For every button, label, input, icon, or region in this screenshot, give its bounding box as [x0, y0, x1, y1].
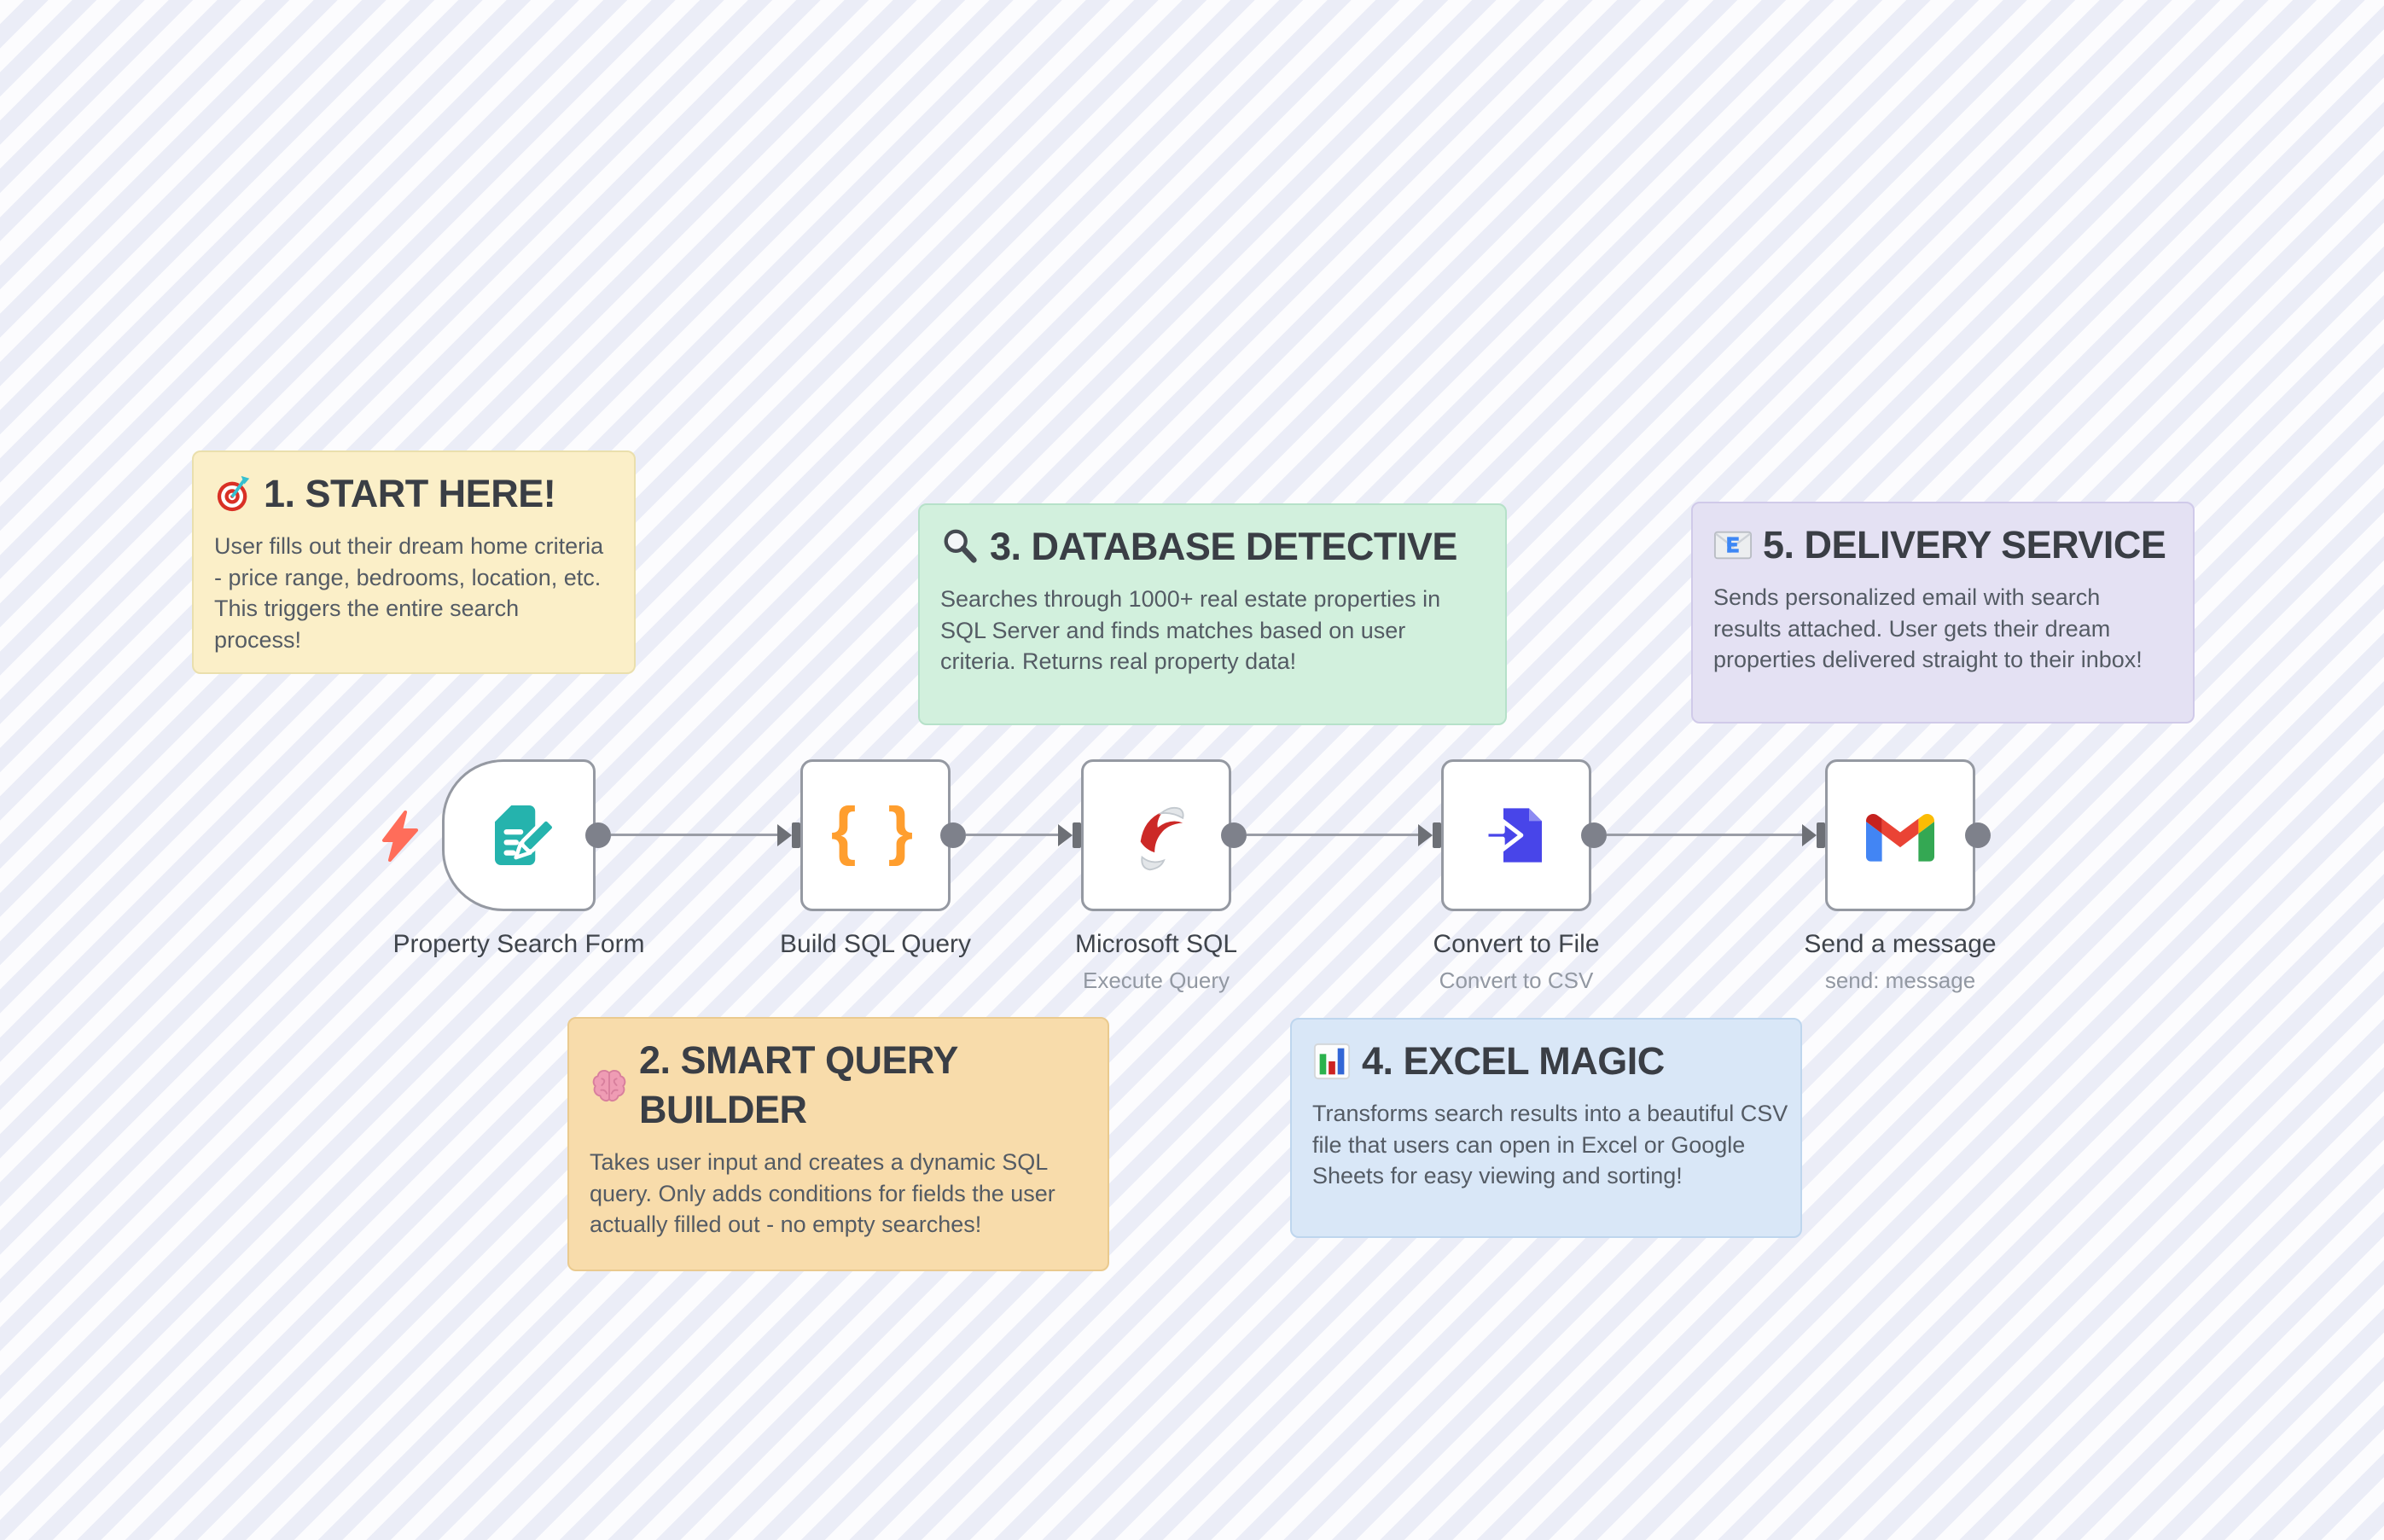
node-sublabel: send: message: [1824, 968, 1976, 993]
node-microsoft-sql[interactable]: [1081, 759, 1231, 911]
trigger-bolt-icon: [382, 811, 418, 862]
magnifier-icon: [944, 529, 977, 563]
arrowhead-icon: [1418, 824, 1433, 846]
email-icon: [1713, 531, 1753, 560]
connection-line: [611, 834, 777, 836]
sticky-note-start-here[interactable]: 1. START HERE! User fills out their drea…: [192, 450, 636, 674]
sticky-note-body: Transforms search results into a beautif…: [1312, 1101, 1788, 1188]
sticky-note-body: User fills out their dream home criteria…: [214, 533, 604, 653]
arrowhead-icon: [1802, 824, 1817, 846]
node-build-sql-query[interactable]: { }: [800, 759, 951, 911]
output-port[interactable]: [940, 822, 966, 848]
mssql-icon: [1140, 806, 1184, 871]
input-port[interactable]: [1433, 822, 1441, 848]
sticky-note-title: 5. DELIVERY SERVICE: [1763, 523, 2166, 567]
sticky-note-title: 2. SMART QUERY BUILDER: [639, 1038, 958, 1131]
file-convert-icon: [1484, 808, 1542, 863]
node-label: Send a message: [1804, 930, 1997, 958]
node-property-search-form[interactable]: [442, 759, 596, 911]
input-port[interactable]: [1817, 822, 1825, 848]
sticky-note-excel-magic[interactable]: 4. EXCEL MAGIC Transforms search results…: [1290, 1018, 1802, 1238]
bar-chart-icon: [1313, 1043, 1351, 1080]
gmail-icon: [1866, 813, 1934, 862]
arrowhead-icon: [1058, 824, 1073, 846]
node-convert-to-file[interactable]: [1441, 759, 1591, 911]
node-sublabel: Execute Query: [1083, 968, 1230, 993]
sticky-note-body: Searches through 1000+ real estate prope…: [940, 586, 1441, 674]
connection-line: [1607, 834, 1802, 836]
sticky-note-title: 3. DATABASE DETECTIVE: [990, 525, 1457, 568]
connection-line: [1247, 834, 1418, 836]
node-send-a-message[interactable]: [1825, 759, 1975, 911]
brain-icon: [592, 1070, 626, 1101]
sticky-note-smart-query-builder[interactable]: 2. SMART QUERY BUILDER Takes user input …: [567, 1017, 1109, 1271]
output-port[interactable]: [1221, 822, 1247, 848]
arrowhead-icon: [777, 824, 792, 846]
node-sublabel: Convert to CSV: [1439, 968, 1594, 993]
sticky-note-title-row: 5. DELIVERY SERVICE: [1713, 520, 2172, 570]
node-label: Property Search Form: [392, 930, 645, 958]
input-port[interactable]: [792, 822, 800, 848]
target-icon: [217, 475, 250, 512]
sticky-note-title: 1. START HERE!: [264, 472, 556, 515]
sticky-note-title-row: 3. DATABASE DETECTIVE: [940, 522, 1485, 572]
node-label: Build SQL Query: [780, 930, 971, 958]
sticky-note-database-detective[interactable]: 3. DATABASE DETECTIVE Searches through 1…: [918, 503, 1507, 725]
sticky-note-delivery-service[interactable]: 5. DELIVERY SERVICE Sends personalized e…: [1691, 502, 2195, 724]
output-port[interactable]: [1965, 822, 1991, 848]
connection-line: [966, 834, 1058, 836]
sticky-note-body: Takes user input and creates a dynamic S…: [590, 1149, 1055, 1237]
sticky-note-body: Sends personalized email with search res…: [1713, 584, 2143, 672]
output-port[interactable]: [1581, 822, 1607, 848]
code-braces-icon: { }: [830, 793, 921, 867]
sticky-note-title: 4. EXCEL MAGIC: [1362, 1039, 1665, 1083]
sticky-note-title-row: 2. SMART QUERY BUILDER: [590, 1036, 1087, 1135]
output-port[interactable]: [585, 822, 611, 848]
form-trigger-icon: [495, 805, 555, 865]
sticky-note-title-row: 4. EXCEL MAGIC: [1312, 1037, 1780, 1086]
node-label: Microsoft SQL: [1074, 930, 1238, 958]
input-port[interactable]: [1073, 822, 1081, 848]
sticky-note-title-row: 1. START HERE!: [214, 469, 613, 519]
node-label: Convert to File: [1433, 930, 1600, 958]
